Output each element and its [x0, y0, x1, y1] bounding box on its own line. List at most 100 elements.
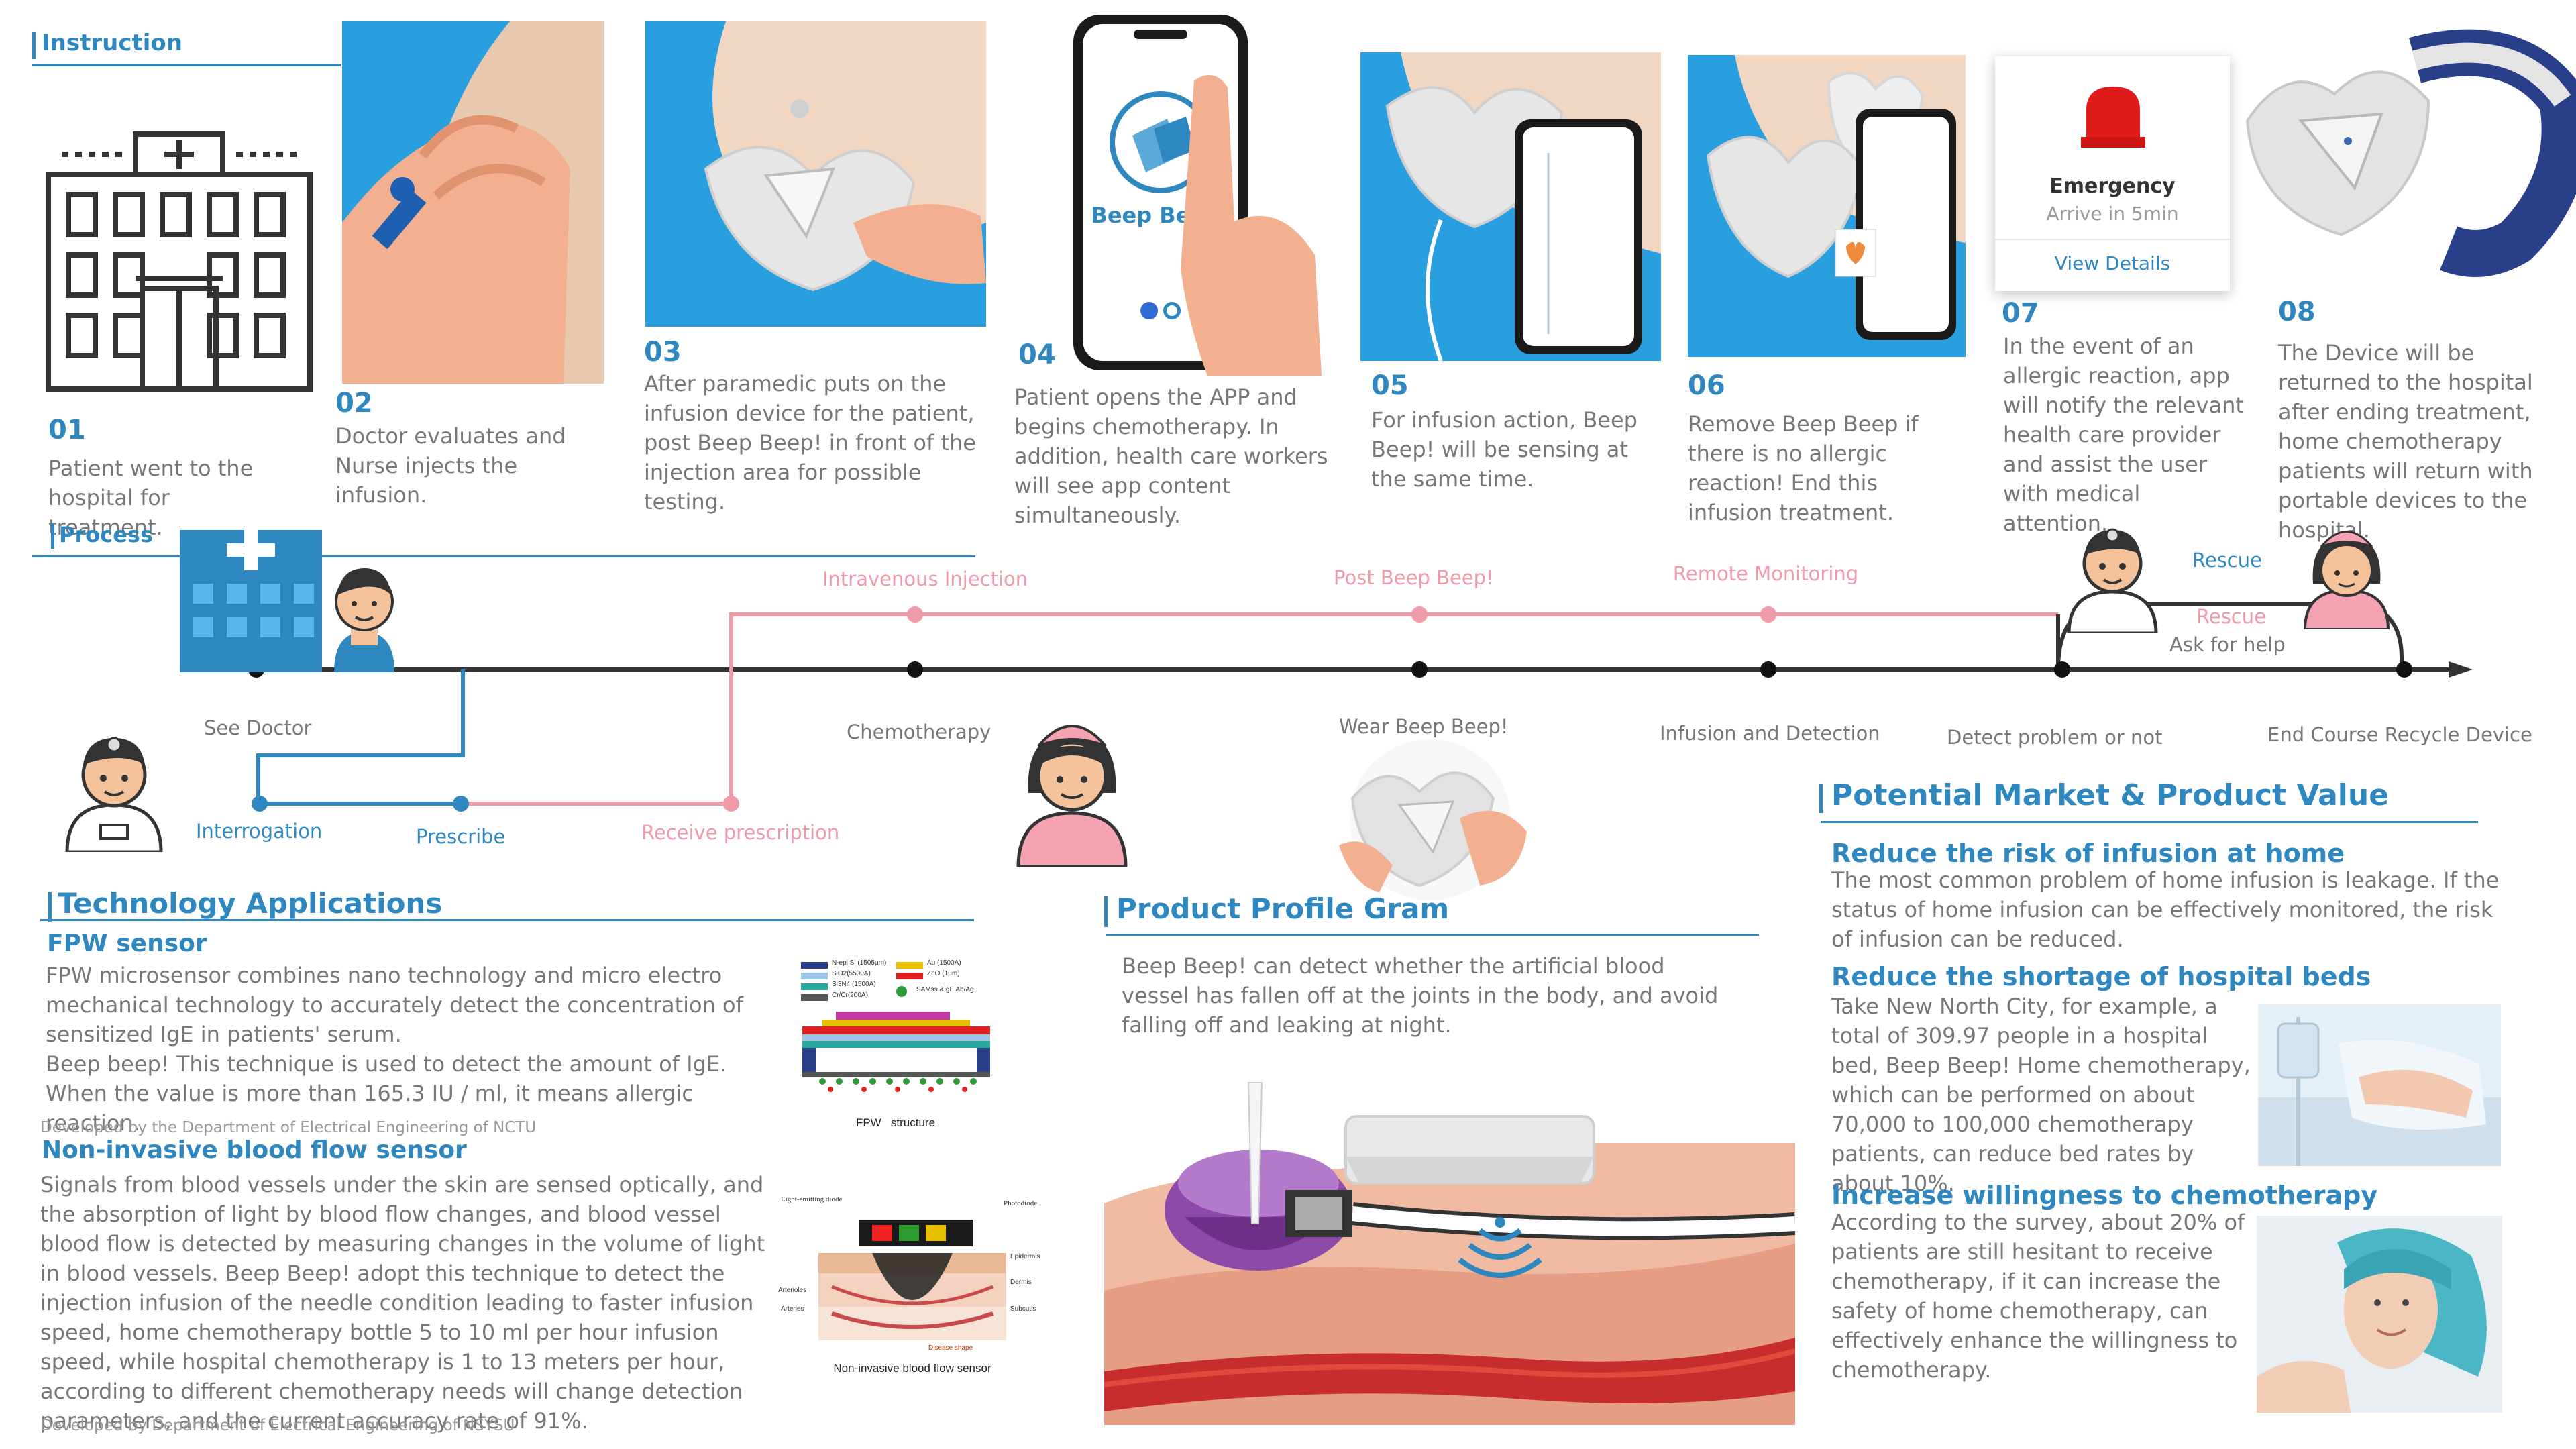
label-rescue-blue: Rescue	[2192, 549, 2262, 572]
google-icon[interactable]	[1163, 302, 1181, 319]
fpw-sensor-title: FPW sensor	[47, 930, 207, 957]
instruction-title-bar	[32, 32, 36, 59]
emergency-subtitle: Arrive in 5min	[2046, 203, 2179, 225]
doctor-icon	[65, 737, 163, 852]
fpw-cross-section	[802, 1012, 990, 1092]
blood-flow-caption: Non-invasive blood flow sensor	[833, 1362, 991, 1375]
doctor-icon	[334, 568, 394, 672]
process-title: Process	[59, 522, 153, 547]
diagram-label-dermis: Dermis	[1010, 1279, 1032, 1286]
label-post-beep: Post Beep Beep!	[1334, 566, 1494, 589]
fpw-legend-item: SiO2(5500A)	[832, 970, 871, 977]
label-detect-problem: Detect problem or not	[1947, 726, 2163, 749]
hospital-building-icon	[46, 131, 313, 392]
fpw-legend-item: Cr/Cr(200A)	[832, 991, 868, 999]
diagram-label-disease: Disease shape	[928, 1344, 973, 1352]
fpw-sensor-text-2: Beep beep! This technique is used to det…	[46, 1051, 727, 1136]
step-05-number: 05	[1371, 370, 1409, 401]
label-chemotherapy: Chemotherapy	[847, 720, 991, 743]
process-title-bar	[51, 523, 54, 549]
market-item-3-title: Increase willingness to chemotherapy	[1831, 1181, 2378, 1210]
step-08-text: The Device will be returned to the hospi…	[2278, 340, 2533, 543]
fpw-legend-swatch	[801, 973, 828, 979]
emergency-siren-icon	[2081, 87, 2145, 148]
fpw-legend-swatch	[801, 983, 828, 990]
wear-beep-device-icon	[1339, 739, 1527, 900]
step-01-number: 01	[48, 415, 86, 445]
step-03-number: 03	[644, 337, 682, 368]
diagram-label-led: Light-emitting diode	[781, 1195, 843, 1203]
beep-beep-device-icon	[2245, 29, 2576, 277]
fpw-structure-caption: FPW structure	[855, 1116, 936, 1129]
fpw-legend-item: ZnO (1μm)	[927, 970, 960, 977]
label-rescue-pink: Rescue	[2196, 605, 2266, 628]
market-item-2-title: Reduce the shortage of hospital beds	[1831, 962, 2371, 991]
product-profile-title: Product Profile Gram	[1116, 892, 1450, 925]
diagram-label-arteries: Arteries	[781, 1305, 804, 1313]
finger-tap-illustration	[1181, 75, 1322, 376]
fpw-credit: Developed by the Department of Electrica…	[40, 1119, 537, 1136]
technology-underline	[40, 919, 974, 921]
step-06-text: Remove Beep Beep if there is no allergic…	[1688, 411, 1919, 525]
emergency-title: Emergency	[2049, 174, 2176, 198]
market-item-3-text: According to the survey, about 20% of pa…	[1831, 1210, 2245, 1383]
step-07-text: In the event of an allergic reaction, ap…	[2003, 333, 2244, 536]
hospital-blue-icon	[180, 530, 322, 672]
beep-beep-logo-icon	[1110, 91, 1212, 193]
technology-title-bar	[48, 892, 52, 922]
step-02-text: Doctor evaluates and Nurse injects the i…	[335, 423, 566, 508]
label-end-course: End Course Recycle Device	[2267, 723, 2532, 746]
chemotherapy-patient-photo	[2257, 1216, 2502, 1413]
view-details-link[interactable]: View Details	[2054, 252, 2171, 274]
fpw-legend-swatch	[896, 986, 907, 997]
diagram-label-epidermis: Epidermis	[1010, 1253, 1040, 1260]
label-interrogation: Interrogation	[196, 820, 323, 843]
fpw-legend-item: Au (1500A)	[927, 959, 961, 967]
step-08-number: 08	[2278, 297, 2316, 327]
step-05-sensing-illustration	[1360, 52, 1661, 361]
step-02-injection-illustration	[342, 21, 604, 384]
diagram-label-arterioles: Arterioles	[778, 1287, 807, 1294]
fpw-legend-swatch	[896, 973, 923, 979]
fpw-sensor-text: FPW microsensor combines nano technology…	[46, 963, 743, 1047]
label-intravenous-injection: Intravenous Injection	[822, 568, 1028, 590]
instruction-underline	[32, 64, 341, 66]
blood-flow-credit: Developed by Department of Electrical En…	[40, 1417, 515, 1434]
market-item-1-title: Reduce the risk of infusion at home	[1831, 839, 2345, 868]
fpw-legend-item: N-epi Si (1505μm)	[832, 959, 887, 967]
market-item-1-text: The most common problem of home infusion…	[1831, 867, 2500, 952]
label-wear-beep: Wear Beep Beep!	[1339, 715, 1509, 738]
step-04-text: Patient opens the APP and begins chemoth…	[1014, 384, 1328, 528]
label-receive-prescription: Receive prescription	[641, 821, 840, 844]
blood-flow-sensor-diagram: Light-emitting diode Photodiode Epidermi…	[778, 1193, 1046, 1381]
market-title: Potential Market & Product Value	[1831, 778, 2390, 812]
hospital-bed-photo	[2258, 1004, 2501, 1166]
step-02-number: 02	[335, 388, 373, 419]
fpw-structure-diagram: N-epi Si (1505μm) SiO2(5500A) Si3N4 (150…	[789, 959, 1002, 1134]
label-infusion-detection: Infusion and Detection	[1660, 722, 1880, 745]
technology-title: Technology Applications	[58, 887, 443, 920]
step-03-text: After paramedic puts on the infusion dev…	[644, 371, 976, 515]
diagram-label-subcutis: Subcutis	[1010, 1305, 1036, 1313]
doctor-icon	[2067, 528, 2158, 633]
fpw-legend-item: Si3N4 (1500A)	[832, 981, 876, 988]
fpw-legend-swatch	[801, 962, 828, 969]
facebook-icon[interactable]	[1140, 302, 1158, 319]
step-01-text: Patient went to the hospital for treatme…	[48, 455, 254, 540]
step-06-number: 06	[1688, 370, 1725, 401]
label-ask-for-help: Ask for help	[2169, 633, 2286, 656]
market-item-2-text: Take New North City, for example, a tota…	[1831, 994, 2251, 1196]
nurse-icon	[1016, 724, 1128, 867]
product-profile-text: Beep Beep! can detect whether the artifi…	[1122, 953, 1719, 1038]
emergency-notification-card[interactable]: Emergency Arrive in 5min View Details	[1995, 56, 2230, 291]
market-title-bar	[1819, 784, 1823, 813]
step-07-number: 07	[2002, 298, 2039, 329]
step-04-number: 04	[1018, 339, 1056, 370]
product-profile-title-bar	[1104, 896, 1108, 927]
fpw-legend-item: SAMss &IgE Ab/Ag	[916, 986, 974, 994]
instruction-title: Instruction	[42, 30, 182, 56]
label-prescribe: Prescribe	[416, 825, 506, 848]
label-remote-monitoring: Remote Monitoring	[1673, 562, 1859, 585]
process-underline	[32, 555, 975, 557]
blood-flow-sensor-title: Non-invasive blood flow sensor	[42, 1136, 467, 1164]
